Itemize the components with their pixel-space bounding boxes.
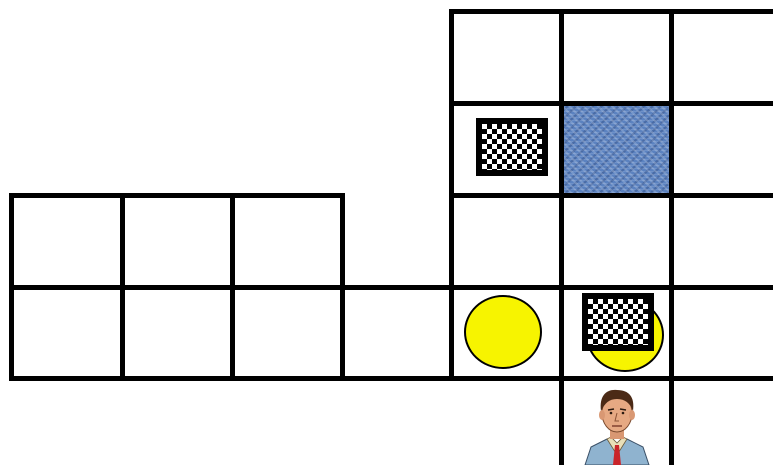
cell-r2c4 — [451, 195, 561, 287]
grid-line — [449, 101, 773, 106]
grid-line — [230, 193, 235, 381]
cell-r3c1 — [122, 287, 232, 379]
grid-line — [449, 9, 454, 381]
grid-line — [120, 193, 125, 381]
goal-marker-icon — [464, 295, 542, 369]
cell-r3c0 — [11, 287, 122, 379]
water-tile-icon — [563, 105, 669, 193]
checkered-box-pattern — [588, 299, 648, 345]
cell-r0c4 — [451, 11, 561, 103]
cell-r4c6 — [671, 379, 773, 465]
player-man-icon[interactable] — [581, 385, 653, 465]
checkered-box-pattern — [482, 124, 542, 170]
checkered-box-icon[interactable] — [476, 118, 548, 176]
cell-r1c6 — [671, 103, 773, 195]
grid-line — [559, 9, 564, 465]
cell-r2c0 — [11, 195, 122, 287]
grid-line — [449, 9, 773, 14]
grid-line — [340, 193, 345, 381]
grid-line — [669, 9, 674, 465]
grid-line — [9, 193, 345, 198]
cell-r3c2 — [232, 287, 342, 379]
grid-line — [9, 193, 14, 381]
cell-r0c5 — [561, 11, 671, 103]
cell-r2c5 — [561, 195, 671, 287]
checkered-box-on-goal-icon[interactable] — [582, 293, 654, 351]
cell-r2c1 — [122, 195, 232, 287]
cell-r2c2 — [232, 195, 342, 287]
cell-r2c6 — [671, 195, 773, 287]
cell-r3c3 — [342, 287, 451, 379]
cell-r0c6 — [671, 11, 773, 103]
cell-r3c6 — [671, 287, 773, 379]
grid-line — [449, 193, 773, 198]
